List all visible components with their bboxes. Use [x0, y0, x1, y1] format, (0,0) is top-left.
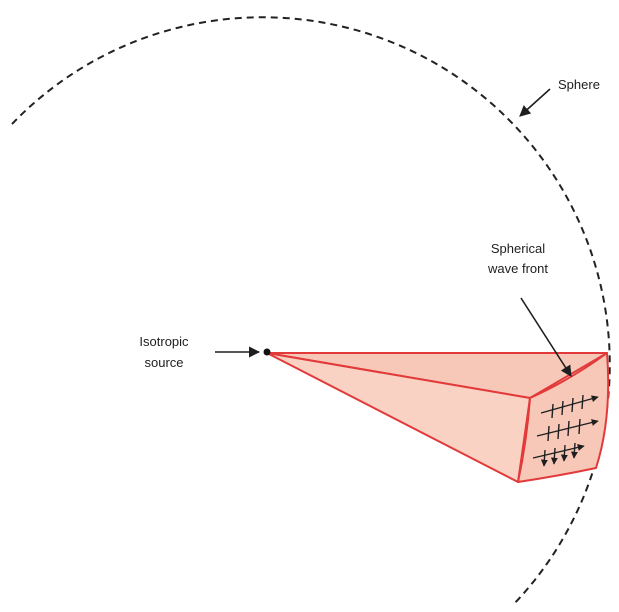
source-label-line1: Isotropic	[139, 334, 189, 349]
source-label-line2: source	[144, 355, 183, 370]
sphere-outline	[11, 16, 611, 606]
sphere-label: Sphere	[558, 77, 600, 92]
wave-field-arrows	[532, 394, 599, 467]
wave-front-label-arrow	[520, 297, 572, 377]
sphere-label-arrow	[519, 88, 551, 117]
cone-side-face	[266, 352, 531, 483]
wave-front-label-line1: Spherical	[491, 241, 545, 256]
wave-front-label-line2: wave front	[487, 261, 548, 276]
isotropic-source-point	[263, 348, 271, 356]
spherical-wave-front-patch	[517, 352, 610, 483]
